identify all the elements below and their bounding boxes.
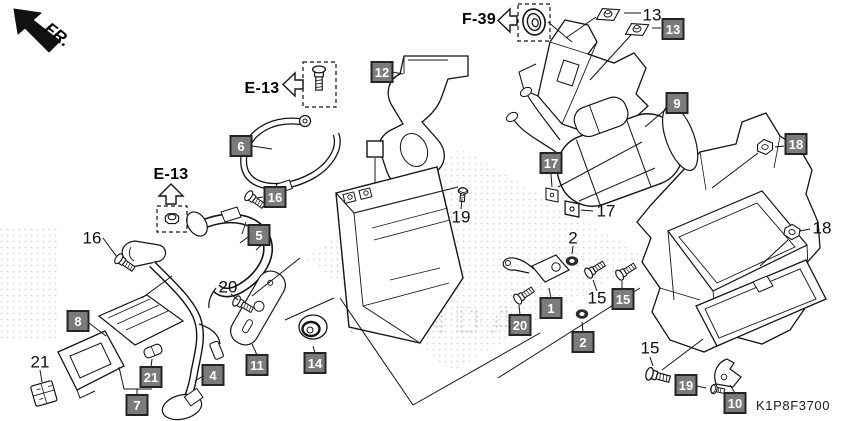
e13-left-arrow-icon — [281, 71, 304, 98]
part-label-box-17-4: 17 — [539, 152, 563, 174]
section-ref-e13-1: E-13 — [153, 166, 189, 183]
part-label-box-1-9: 1 — [539, 297, 563, 319]
harness-tube-drawing — [186, 206, 273, 309]
damper-drawing — [298, 314, 328, 340]
leader-lines — [39, 12, 811, 406]
battery-stay-drawing — [714, 358, 742, 388]
section-ref-f39-2: F-39 — [461, 11, 497, 28]
part-label-21-9: 21 — [30, 352, 50, 372]
starter-motor-drawing — [505, 86, 699, 207]
part-label-15-8: 15 — [640, 338, 660, 358]
e13-up-arrow-icon — [157, 183, 185, 205]
part-label-box-16-6: 16 — [263, 186, 287, 208]
part-label-box-20-10: 20 — [508, 314, 532, 336]
f39-inset-box — [517, 3, 551, 42]
part-label-box-2-11: 2 — [571, 331, 595, 353]
f39-left-arrow-icon — [496, 7, 518, 34]
battery-drawing — [335, 166, 464, 344]
part-label-box-8-12: 8 — [66, 310, 90, 332]
ref-insets — [156, 3, 551, 233]
part-label-19-4: 19 — [451, 207, 471, 227]
part-label-box-19-18: 19 — [674, 374, 698, 396]
part-label-box-12-0: 12 — [370, 61, 394, 83]
connector-callout-box — [366, 140, 384, 158]
part-label-box-11-16: 11 — [245, 354, 269, 376]
air-duct-drawing — [378, 55, 469, 187]
part-label-2-3: 2 — [568, 228, 578, 248]
part-label-box-7-14: 7 — [125, 394, 149, 416]
part-label-box-13-1: 13 — [661, 18, 685, 40]
diagram-code: K1P8F3700 — [756, 398, 831, 413]
part-label-box-15-8: 15 — [611, 288, 635, 310]
part-label-20-6: 20 — [218, 277, 238, 297]
part-label-15-7: 15 — [587, 288, 607, 308]
battery-box-frame-drawing — [636, 112, 827, 353]
stay-bracket-drawing — [502, 254, 570, 283]
part-label-17-2: 17 — [596, 201, 616, 221]
part-label-box-10-19: 10 — [723, 392, 747, 414]
part-label-box-14-17: 14 — [303, 352, 327, 374]
part-label-13-0: 13 — [642, 5, 662, 25]
part-label-box-4-15: 4 — [201, 364, 225, 386]
part-label-box-9-2: 9 — [665, 92, 689, 114]
main-harness-drawing — [121, 240, 224, 421]
relay-module-drawing — [30, 294, 185, 407]
battery-cable-drawing — [240, 114, 341, 194]
fr-direction-arrow — [13, 8, 61, 53]
section-ref-e13-0: E-13 — [244, 80, 280, 97]
part-label-box-18-3: 18 — [784, 133, 808, 155]
part-label-box-6-5: 6 — [229, 135, 253, 157]
e13b-inset-box — [156, 205, 188, 233]
part-label-box-21-13: 21 — [139, 366, 163, 388]
part-label-16-5: 16 — [82, 228, 102, 248]
part-label-box-5-7: 5 — [247, 224, 271, 246]
part-label-18-1: 18 — [812, 218, 832, 238]
